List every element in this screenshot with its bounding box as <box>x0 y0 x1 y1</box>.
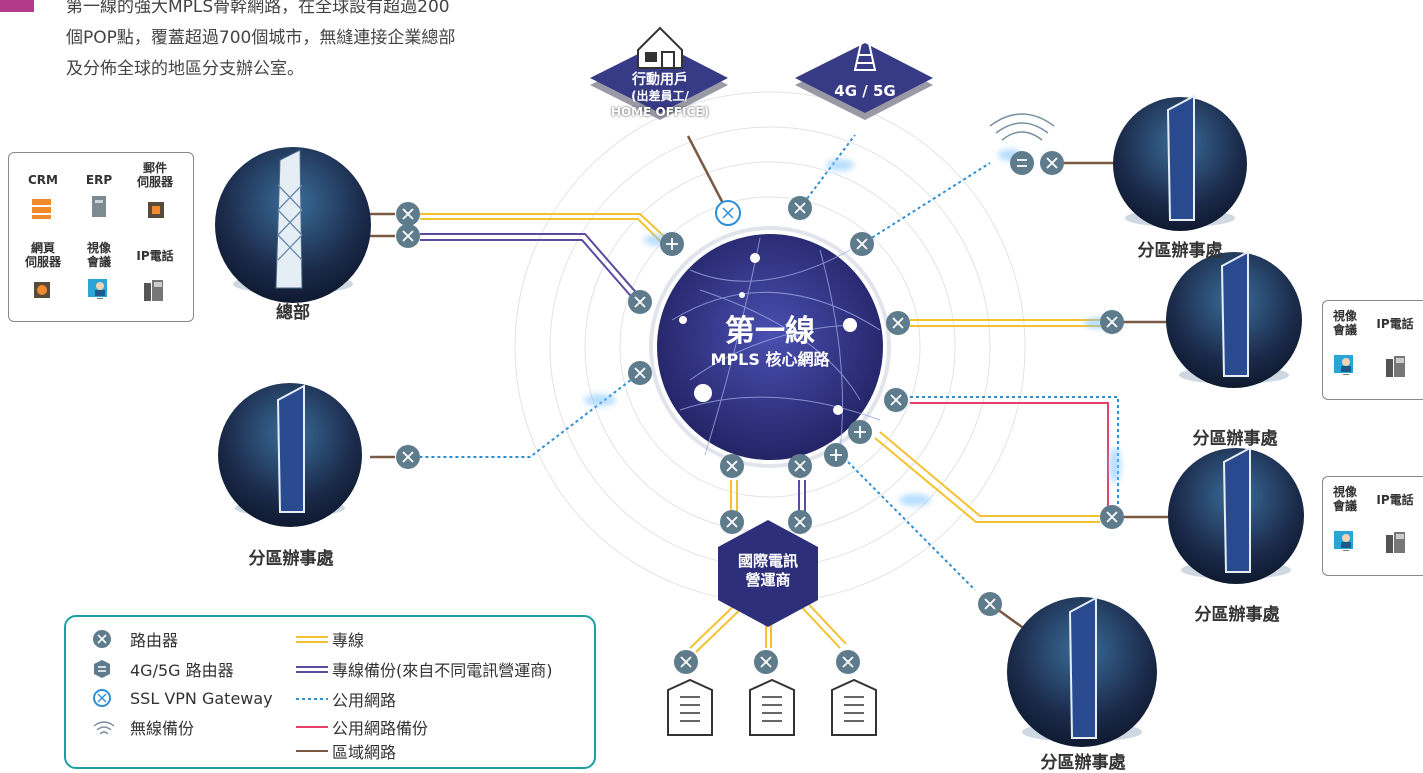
public-line-swatch <box>296 698 328 700</box>
legend-public-label: 公用網路 <box>332 691 397 710</box>
carrier-line: 國際電訊 <box>737 552 798 570</box>
hq-label: 總部 <box>276 303 310 323</box>
ip-phone-icon <box>1386 532 1405 553</box>
branch-phone-label: IP電話 <box>1376 317 1414 331</box>
legend-router-label: 路由器 <box>130 631 179 650</box>
intro-text: 第一線的強大MPLS骨幹網路，在全球設有超過200 個POP點，覆蓋超過700個… <box>66 0 566 85</box>
mobile-user-plate <box>590 26 728 120</box>
router-4g-icon <box>94 660 110 678</box>
mobile-user-line: HOME OFFICE) <box>610 105 710 119</box>
mobile-net-plate <box>795 24 933 120</box>
ssl-vpn-gateway-icon <box>715 200 741 226</box>
legend-ssl-vpn-label: SSL VPN Gateway <box>130 688 273 708</box>
mail-server-icon <box>148 202 164 218</box>
legend-leased-label: 專線 <box>332 631 365 650</box>
intro-line: 及分佈全球的地區分支辦公室。 <box>66 59 304 79</box>
public-backup-lines <box>910 402 1109 510</box>
legend-leased-backup: 專線備份(來自不同電訊營運商) <box>294 657 553 681</box>
ip-phone-icon <box>1386 356 1405 377</box>
legend-wireless: 無線備份 <box>92 715 194 739</box>
legend-public-backup-label: 公用網路備份 <box>332 719 429 738</box>
video-conference-icon <box>1334 355 1353 375</box>
public-backup-swatch <box>296 726 328 728</box>
branch-video-label: 視像 會議 <box>1332 309 1357 337</box>
core-title: 第一線 <box>725 314 815 349</box>
video-conference-icon <box>1334 531 1353 551</box>
lan-line-swatch <box>296 750 328 752</box>
mobile-user-line: 行動用戶 <box>632 72 688 88</box>
wireless-backup-icon <box>93 721 115 735</box>
building-branch-bottom <box>1007 596 1157 747</box>
hq-apps-panel: CRM ERP 郵件 伺服器 網頁 伺服器 視像 會議 IP電話 <box>8 152 194 322</box>
building-branch-left <box>218 383 362 527</box>
branch-apps-panel-1: 視像 會議 IP電話 <box>1322 300 1423 400</box>
ssl-vpn-icon <box>93 689 111 707</box>
wireless-icon <box>989 113 1055 141</box>
leased-line-swatch <box>296 636 328 643</box>
app-label-mail: 郵件 伺服器 <box>136 161 173 189</box>
branch-right-2-label: 分區辦事處 <box>1194 605 1280 625</box>
legend-public-backup: 公用網路備份 <box>294 715 428 739</box>
app-label-phone: IP電話 <box>136 249 174 263</box>
legend: 路由器 4G/5G 路由器 SSL VPN Gateway 無線備份 專線 專線… <box>64 615 596 769</box>
carrier-hexagon <box>718 520 818 627</box>
app-label-crm: CRM <box>28 173 58 187</box>
branch-left-label: 分區辦事處 <box>248 549 334 569</box>
carrier-line: 營運商 <box>745 571 791 589</box>
web-server-icon <box>34 282 50 298</box>
ip-phone-icon <box>144 280 163 301</box>
legend-lan: 區域網路 <box>294 739 396 763</box>
branch-phone-label: IP電話 <box>1376 493 1414 507</box>
legend-leased: 專線 <box>294 627 364 651</box>
building-hq <box>215 147 371 303</box>
building-branch-top-right <box>1113 94 1247 231</box>
router-icon <box>93 630 111 648</box>
building-branch-right-1 <box>1166 250 1302 388</box>
core-sphere <box>649 226 891 468</box>
app-label-erp: ERP <box>85 173 113 187</box>
legend-wireless-label: 無線備份 <box>130 719 195 738</box>
mobile-user-line: (出差員工/ <box>631 89 689 103</box>
carrier-label: 國際電訊 營運商 <box>718 552 818 590</box>
mobile-user-label: 行動用戶 (出差員工/ HOME OFFICE) <box>600 72 720 120</box>
legend-ssl-vpn: SSL VPN Gateway <box>92 687 273 709</box>
legend-router: 路由器 <box>92 627 178 651</box>
router-glyphs <box>402 157 1118 668</box>
app-label-video: 視像 會議 <box>86 241 111 269</box>
branch-apps-panel-2: 視像 會議 IP電話 <box>1322 476 1423 576</box>
legend-leased-backup-label: 專線備份(來自不同電訊營運商) <box>332 661 553 680</box>
legend-lan-label: 區域網路 <box>332 743 397 762</box>
app-label-web: 網頁 伺服器 <box>24 241 61 269</box>
video-conference-icon <box>88 279 107 299</box>
core-subtitle: MPLS 核心網路 <box>710 350 830 369</box>
leased-backup-swatch <box>296 666 328 673</box>
legend-router-4g-label: 4G/5G 路由器 <box>130 661 234 680</box>
building-branch-right-2 <box>1168 446 1304 584</box>
branch-bottom-label: 分區辦事處 <box>1040 753 1126 773</box>
branch-right-1-label: 分區辦事處 <box>1192 429 1278 449</box>
server-stack-icon <box>32 199 51 219</box>
legend-public: 公用網路 <box>294 687 396 711</box>
legend-router-4g: 4G/5G 路由器 <box>92 657 234 681</box>
branch-video-label: 視像 會議 <box>1332 485 1357 513</box>
accent-bar <box>0 0 34 12</box>
intro-line: 個POP點，覆蓋超過700個城市，無縫連接企業總部 <box>66 28 456 48</box>
office-buildings <box>667 678 877 736</box>
intro-line: 第一線的強大MPLS骨幹網路，在全球設有超過200 <box>66 0 450 17</box>
branch-top-right-label: 分區辦事處 <box>1137 241 1223 261</box>
server-tower-icon <box>92 196 106 217</box>
mobile-net-label: 4G / 5G <box>834 82 896 100</box>
